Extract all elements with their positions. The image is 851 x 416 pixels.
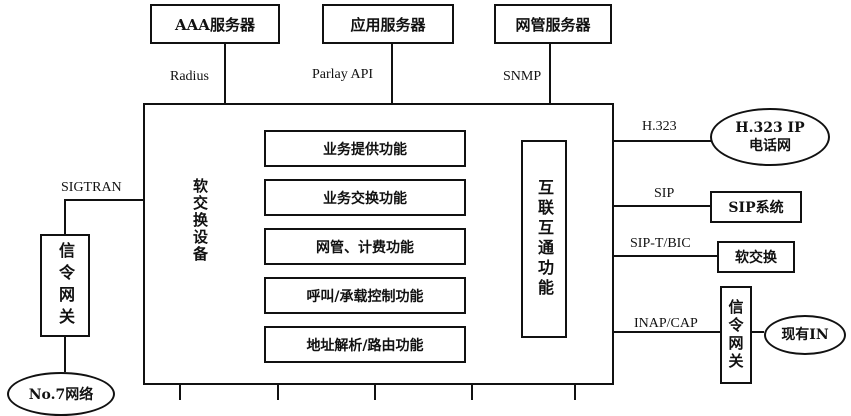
no7-network-label: No.7网络 <box>28 387 94 403</box>
function-label: 业务交换功能 <box>323 190 407 207</box>
app-server-box: 应用服务器 <box>322 4 454 44</box>
function-label: 呼叫/承载控制功能 <box>306 288 424 305</box>
connector-lines <box>64 44 764 400</box>
no7-network-ellipse: No.7网络 <box>7 372 115 416</box>
function-box: 业务交换功能 <box>264 179 466 216</box>
aaa-server-box: AAA服务器 <box>150 4 280 44</box>
h323-label: H.323 <box>642 119 677 134</box>
sip-t-bic-label: SIP-T/BIC <box>630 236 691 251</box>
left-signaling-gateway-box: 信令网关 <box>40 234 90 337</box>
sip-label: SIP <box>654 186 675 201</box>
function-box: 网管、计费功能 <box>264 228 466 265</box>
softswitch-peer-box: 软交换 <box>717 241 795 273</box>
nms-server-label: 网管服务器 <box>515 15 591 34</box>
right-signaling-gateway-box: 信令网关 <box>720 286 752 384</box>
function-box: 呼叫/承载控制功能 <box>264 277 466 314</box>
function-label: 业务提供功能 <box>323 141 407 158</box>
sigtran-link <box>64 199 143 234</box>
existing-in-label: 现有IN <box>781 327 829 343</box>
softswitch-device-label: 软交换设备 <box>191 178 209 263</box>
sip-system-label: SIP系统 <box>728 200 784 216</box>
function-label: 网管、计费功能 <box>316 239 414 256</box>
h323-network-label: H.323 IP 电话网 <box>735 120 805 154</box>
h323-network-ellipse: H.323 IP 电话网 <box>710 108 830 166</box>
nms-server-box: 网管服务器 <box>494 4 612 44</box>
left-signaling-gateway-label: 信令网关 <box>56 241 75 330</box>
interworking-label: 互联互通功能 <box>535 179 554 299</box>
sigtran-label: SIGTRAN <box>61 180 122 195</box>
function-box: 业务提供功能 <box>264 130 466 167</box>
snmp-label: SNMP <box>503 69 542 84</box>
function-label: 地址解析/路由功能 <box>306 337 424 354</box>
app-server-label: 应用服务器 <box>350 15 426 34</box>
inap-cap-label: INAP/CAP <box>634 316 698 331</box>
radius-label: Radius <box>170 69 209 84</box>
right-signaling-gateway-label: 信令网关 <box>726 299 745 371</box>
softswitch-peer-label: 软交换 <box>735 250 777 266</box>
existing-in-ellipse: 现有IN <box>764 315 846 355</box>
interworking-box: 互联互通功能 <box>521 140 567 338</box>
aaa-server-label: AAA服务器 <box>175 15 255 34</box>
parlay-label: Parlay API <box>312 67 374 82</box>
sip-system-box: SIP系统 <box>710 191 802 223</box>
function-box: 地址解析/路由功能 <box>264 326 466 363</box>
